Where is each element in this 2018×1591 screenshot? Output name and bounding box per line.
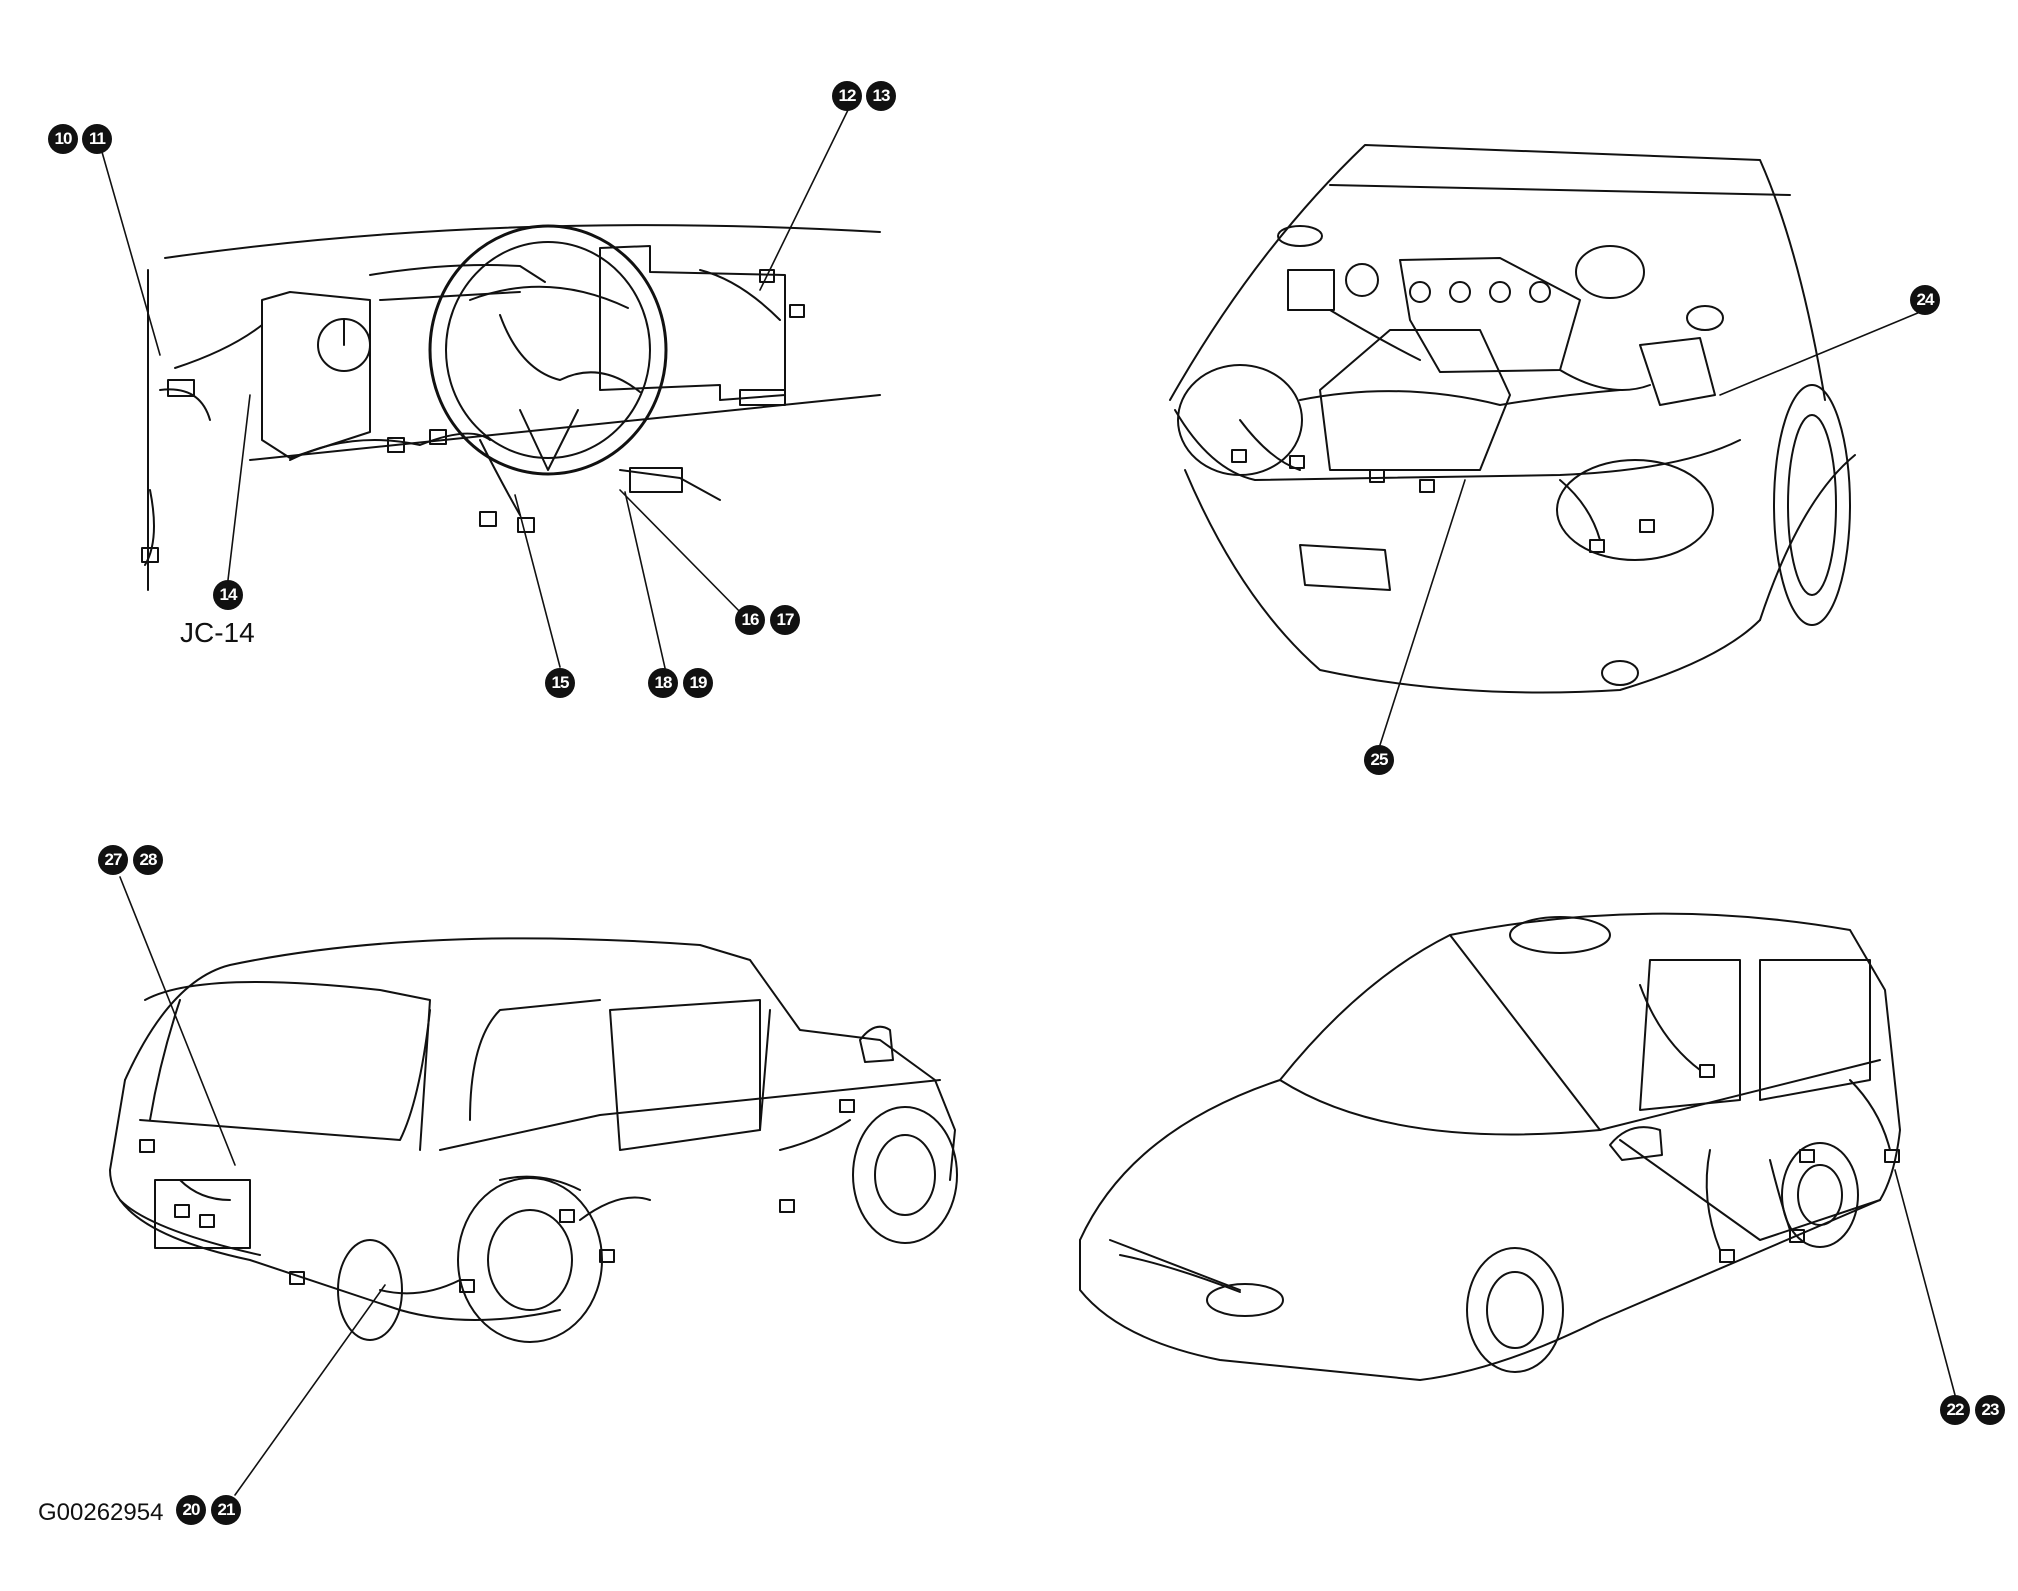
junction-connector-label: JC-14 xyxy=(180,617,255,648)
engine-bay-illustration xyxy=(1169,144,1856,694)
front-van-illustration xyxy=(1079,912,1901,1381)
callout-27: 27 xyxy=(98,845,128,875)
callout-21: 21 xyxy=(211,1495,241,1525)
callout-18: 18 xyxy=(648,668,678,698)
callout-15: 15 xyxy=(545,668,575,698)
callout-25: 25 xyxy=(1364,745,1394,775)
callout-24: 24 xyxy=(1910,285,1940,315)
callout-16: 16 xyxy=(735,605,765,635)
callout-12: 12 xyxy=(832,81,862,111)
callout-13: 13 xyxy=(866,81,896,111)
figure-id-label: G00262954 xyxy=(38,1499,164,1526)
callout-22: 22 xyxy=(1940,1395,1970,1425)
callout-28: 28 xyxy=(133,845,163,875)
leader-lines xyxy=(99,109,1956,1496)
dashboard-illustration xyxy=(141,224,881,591)
callout-10: 10 xyxy=(48,124,78,154)
callout-14: 14 xyxy=(213,580,243,610)
callout-11: 11 xyxy=(82,124,112,154)
callout-23: 23 xyxy=(1975,1395,2005,1425)
callout-19: 19 xyxy=(683,668,713,698)
rear-van-illustration xyxy=(109,937,958,1343)
callout-17: 17 xyxy=(770,605,800,635)
callout-20: 20 xyxy=(176,1495,206,1525)
